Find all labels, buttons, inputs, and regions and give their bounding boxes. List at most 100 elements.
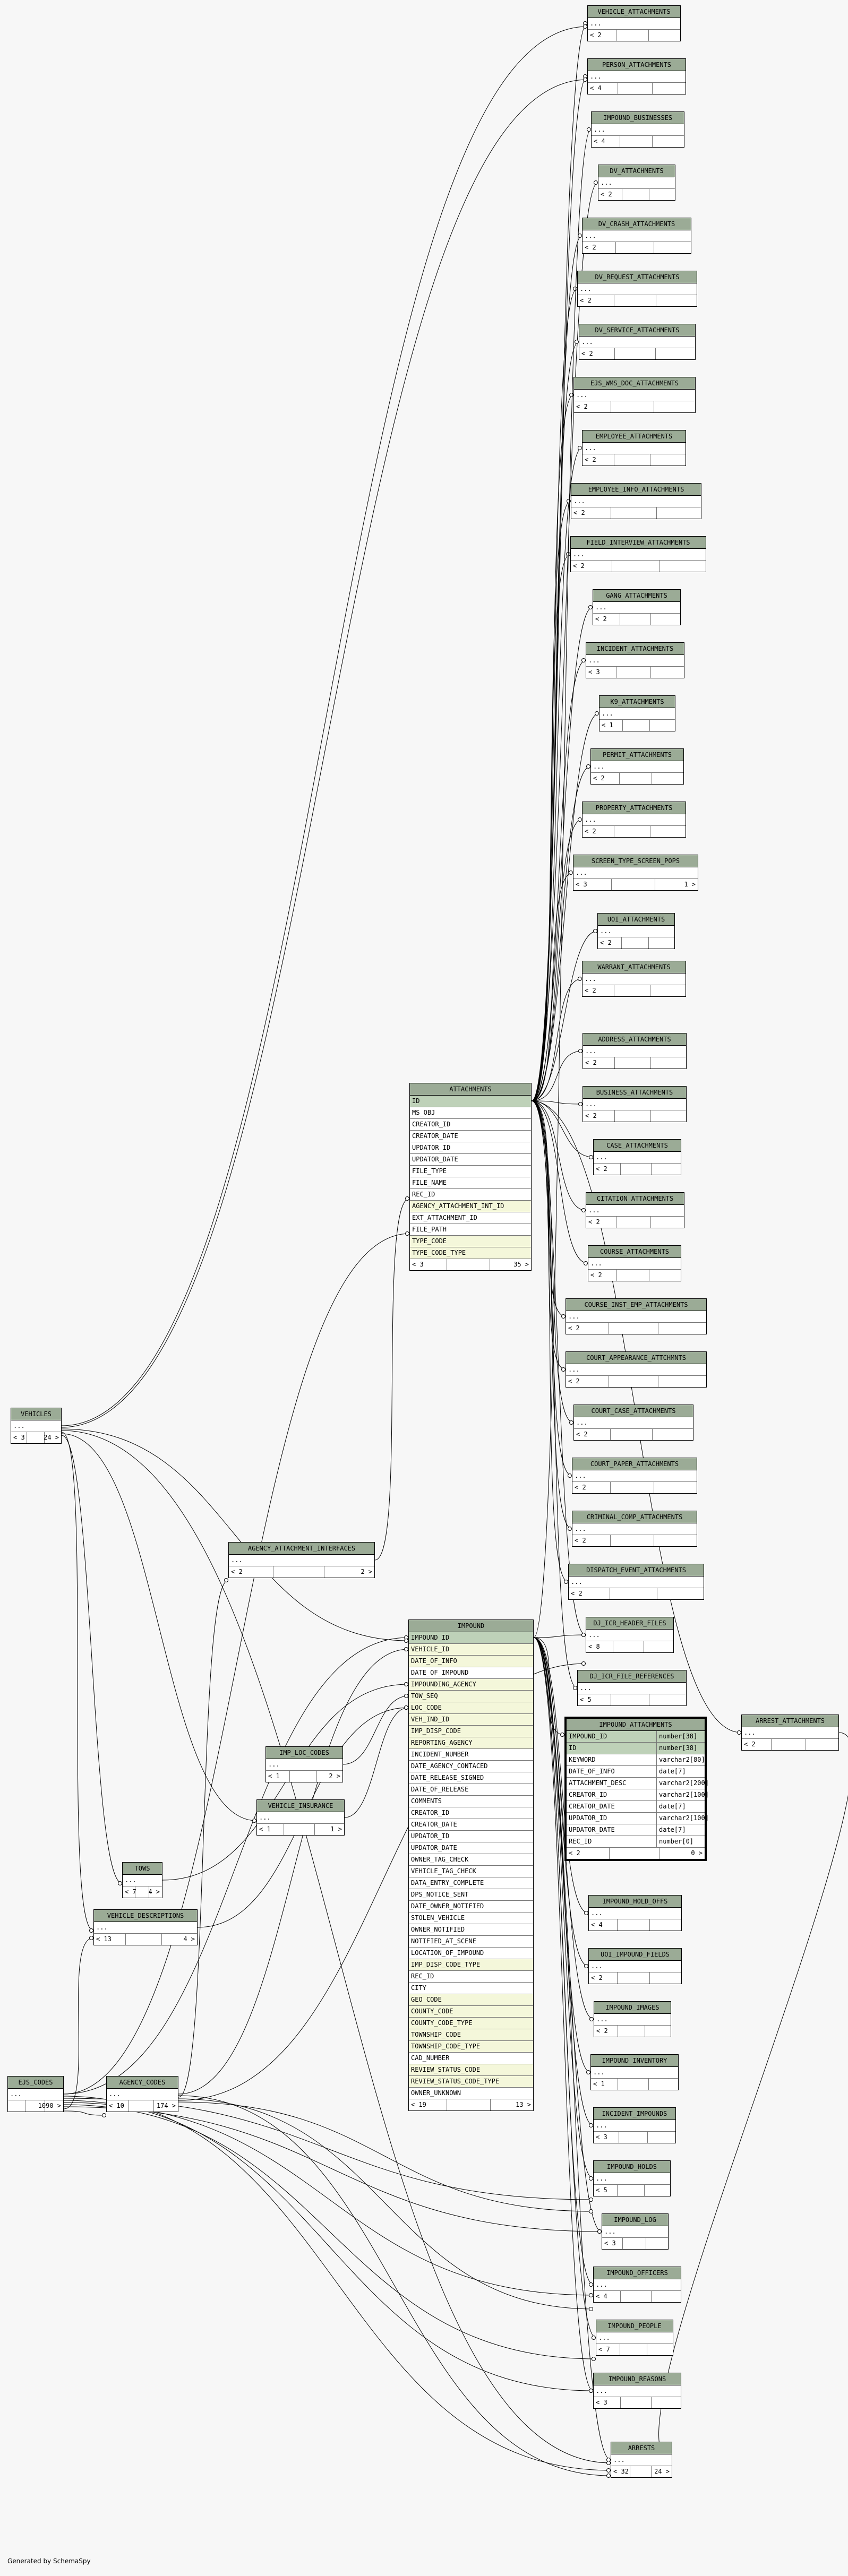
table-arrest-attachments[interactable]: ARREST_ATTACHMENTS...< 2 [741,1715,839,1751]
table-warrant-attachments[interactable]: WARRANT_ATTACHMENTS...< 2 [582,961,686,997]
column-name: ... [125,1876,136,1884]
edge-vehicles-tows [61,1435,123,1884]
table-impound-officers[interactable]: IMPOUND_OFFICERS...< 4 [593,2267,681,2303]
table-footer-counts: < 2 [583,985,686,996]
table-gang-attachments[interactable]: GANG_ATTACHMENTS...< 2 [593,589,681,625]
column-ellipsis: ... [594,2385,681,2397]
column-ellipsis: ... [107,2089,178,2100]
table-vehicle-attachments[interactable]: VEHICLE_ATTACHMENTS...< 2 [587,5,681,41]
table-dispatch-event-attachments[interactable]: DISPATCH_EVENT_ATTACHMENTS...< 2 [568,1564,704,1600]
table-impound-log[interactable]: IMPOUND_LOG...< 3 [602,2213,669,2250]
table-impound-hold-offs[interactable]: IMPOUND_HOLD_OFFS...< 4 [588,1895,682,1931]
table-impound-inventory[interactable]: IMPOUND_INVENTORY...< 1 [590,2054,679,2090]
crowsfoot-marker [564,1580,568,1584]
table-court-paper-attachments[interactable]: COURT_PAPER_ATTACHMENTS...< 2 [572,1458,697,1494]
column-updator-date: date[7]UPDATOR_DATE [567,1824,705,1836]
edge-attachments-course-attachments [531,1100,588,1264]
column-name: ... [591,1962,603,1970]
table-impound-images[interactable]: IMPOUND_IMAGES...< 2 [594,2001,671,2037]
child-count: 24 > [654,2468,670,2475]
table-impound-businesses[interactable]: IMPOUND_BUSINESSES...< 4 [591,111,684,148]
column-owner-unknown: OWNER_UNKNOWN [409,2088,533,2099]
table-employee-attachments[interactable]: EMPLOYEE_ATTACHMENTS...< 2 [582,430,686,466]
table-employee-info-attachments[interactable]: EMPLOYEE_INFO_ATTACHMENTS...< 2 [571,483,701,519]
table-footer-counts: < 2 [588,1270,681,1281]
table-dv-attachments[interactable]: DV_ATTACHMENTS...< 2 [598,165,675,201]
table-header: DJ_ICR_HEADER_FILES [586,1617,673,1630]
table-footer-counts: < 3 [594,2397,681,2408]
table-header: UOI_IMPOUND_FIELDS [589,1949,681,1961]
table-citation-attachments[interactable]: CITATION_ATTACHMENTS...< 2 [586,1192,684,1228]
crowsfoot-marker [737,1730,741,1735]
table-header: UOI_ATTACHMENTS [598,914,674,926]
crowsfoot-marker [573,287,577,291]
table-dv-crash-attachments[interactable]: DV_CRASH_ATTACHMENTS...< 2 [582,218,691,254]
table-dj-icr-header-files[interactable]: DJ_ICR_HEADER_FILES...< 8 [586,1617,674,1653]
column-name: LOC_CODE [411,1704,442,1711]
column-tow-seq: TOW_SEQ [409,1691,533,1702]
crowsfoot-marker [589,2307,593,2311]
table-ejs-wms-doc-attachments[interactable]: EJS_WMS_DOC_ATTACHMENTS...< 2 [573,377,696,413]
table-court-case-attachments[interactable]: COURT_CASE_ATTACHMENTS...< 2 [573,1405,693,1441]
table-incident-attachments[interactable]: INCIDENT_ATTACHMENTS...< 3 [586,642,684,678]
table-dv-request-attachments[interactable]: DV_REQUEST_ATTACHMENTS...< 2 [577,271,697,307]
column-ellipsis: ... [586,1205,684,1217]
table-incident-impounds[interactable]: INCIDENT_IMPOUNDS...< 3 [593,2107,676,2143]
table-criminal-comp-attachments[interactable]: CRIMINAL_COMP_ATTACHMENTS...< 2 [572,1511,697,1547]
column-name: REC_ID [411,1972,434,1980]
table-uoi-attachments[interactable]: UOI_ATTACHMENTS...< 2 [597,913,675,949]
table-header: COURSE_INST_EMP_ATTACHMENTS [566,1299,706,1311]
column-name: ... [571,1578,583,1586]
table-court-appearance-attchmnts[interactable]: COURT_APPEARANCE_ATTCHMNTS...< 2 [566,1351,707,1388]
column-name: VEH_IND_ID [411,1716,450,1723]
column-creator-date: CREATOR_DATE [409,1819,533,1831]
table-case-attachments[interactable]: CASE_ATTACHMENTS...< 2 [593,1139,681,1175]
column-name: UPDATOR_ID [412,1144,451,1151]
table-course-attachments[interactable]: COURSE_ATTACHMENTS...< 2 [588,1245,681,1281]
column-file-path: FILE_PATH [410,1224,531,1236]
table-impound-reasons[interactable]: IMPOUND_REASONS...< 3 [593,2373,681,2409]
table-header: CITATION_ATTACHMENTS [586,1193,684,1205]
table-course-inst-emp-attachments[interactable]: COURSE_INST_EMP_ATTACHMENTS...< 2 [566,1298,707,1334]
table-impound-people[interactable]: IMPOUND_PEOPLE...< 7 [596,2320,673,2356]
parent-count: < 2 [576,1431,588,1438]
child-count: 1 > [330,1825,342,1833]
table-uoi-impound-fields[interactable]: UOI_IMPOUND_FIELDS...< 2 [588,1948,682,1984]
table-dv-service-attachments[interactable]: DV_SERVICE_ATTACHMENTS...< 2 [579,324,696,360]
table-field-interview-attachments[interactable]: FIELD_INTERVIEW_ATTACHMENTS...< 2 [570,536,706,572]
table-dj-icr-file-references[interactable]: DJ_ICR_FILE_REFERENCES...< 5 [577,1670,687,1706]
table-ejs-codes[interactable]: EJS_CODES...1090 > [7,2076,64,2112]
table-person-attachments[interactable]: PERSON_ATTACHMENTS...< 4 [587,58,686,94]
column-name: DATE_OF_RELEASE [411,1786,469,1793]
column-name: TYPE_CODE_TYPE [412,1249,466,1256]
table-permit-attachments[interactable]: PERMIT_ATTACHMENTS...< 2 [590,748,684,785]
table-address-attachments[interactable]: ADDRESS_ATTACHMENTS...< 2 [583,1033,687,1069]
table-footer-counts: < 5 [594,2185,670,2196]
table-business-attachments[interactable]: BUSINESS_ATTACHMENTS...< 2 [583,1086,687,1122]
edge-attachments-screen-type-screen-pops [531,872,573,1101]
table-k9-attachments[interactable]: K9_ATTACHMENTS...< 1 [599,695,675,731]
column-name: ... [596,2015,608,2023]
table-header: DV_CRASH_ATTACHMENTS [583,218,691,230]
column-name: CREATOR_ID [411,1809,450,1816]
crowsfoot-marker [118,1881,122,1885]
table-property-attachments[interactable]: PROPERTY_ATTACHMENTS...< 2 [582,802,686,838]
table-impound-holds[interactable]: IMPOUND_HOLDS...< 5 [593,2160,671,2196]
parent-count: < 2 [596,2027,608,2035]
table-header: IMP_LOC_CODES [266,1747,342,1759]
column-creator-id: varchar2[100]CREATOR_ID [567,1789,709,1801]
